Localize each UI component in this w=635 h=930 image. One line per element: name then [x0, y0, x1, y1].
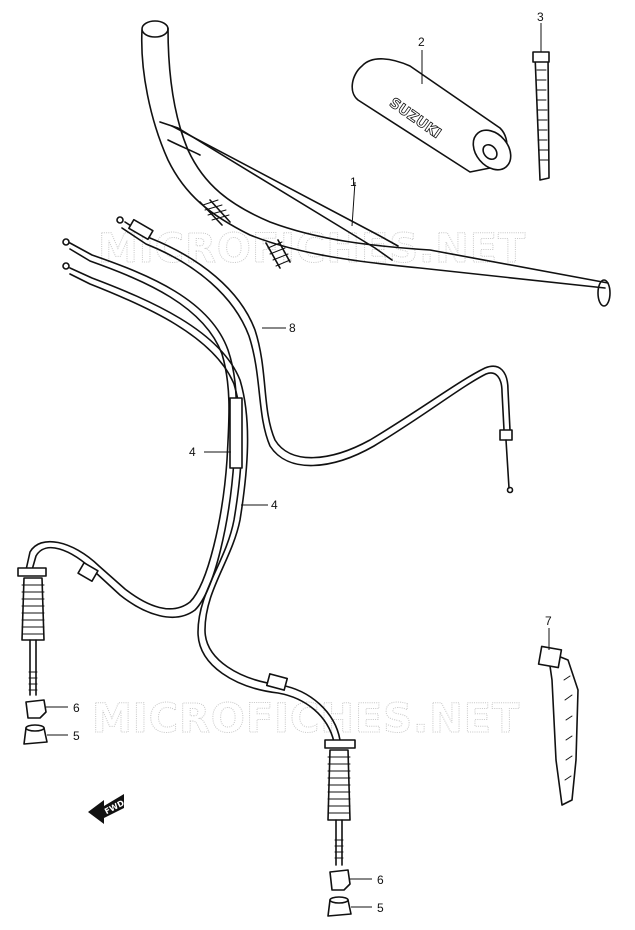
handlebar [140, 20, 611, 307]
callout-7: 7 [545, 614, 552, 628]
callout-4b: 4 [271, 498, 278, 512]
callout-4a: 4 [189, 445, 196, 459]
callout-8: 8 [289, 321, 296, 335]
nut-left [25, 699, 47, 719]
throttle-cable [116, 216, 514, 494]
boot-right [327, 896, 352, 917]
callout-1: 1 [350, 175, 357, 189]
watermark-top: MICROFICHES.NET [98, 226, 526, 272]
nut-right [329, 869, 351, 891]
callout-5b: 5 [377, 901, 384, 915]
forward-arrow-icon: FWD [88, 794, 126, 824]
callout-6a: 6 [73, 701, 80, 715]
knurl-left [199, 199, 231, 226]
callout-6b: 6 [377, 873, 384, 887]
leader-1 [351, 181, 356, 227]
callout-2: 2 [418, 35, 425, 49]
cable-strap-top [532, 51, 550, 181]
boot-left [23, 724, 48, 745]
callout-5a: 5 [73, 729, 80, 743]
handlebar-pad: SUZUKI [351, 58, 512, 173]
knurl-right [265, 239, 291, 269]
callout-3: 3 [537, 10, 544, 24]
cable-clamp [537, 645, 579, 806]
cable-left [17, 238, 238, 696]
cable-right [62, 262, 356, 866]
